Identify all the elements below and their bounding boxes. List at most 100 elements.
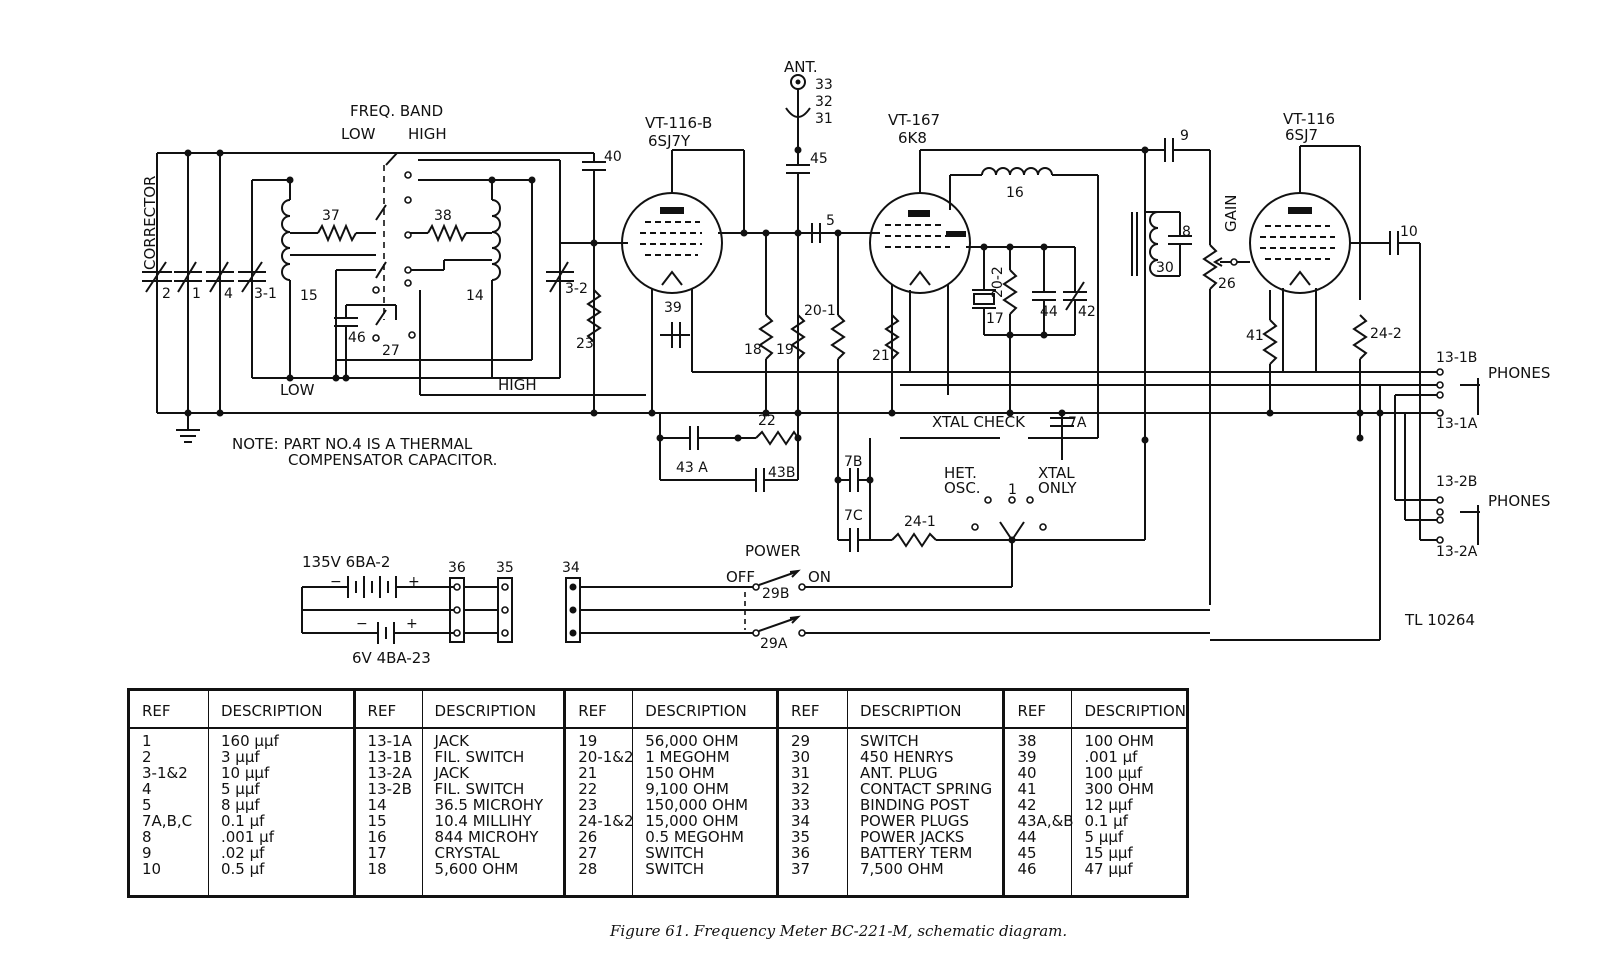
part-18-label: 18 — [744, 342, 762, 358]
power-label: POWER — [745, 542, 801, 560]
ref-cell: 32 — [790, 780, 811, 798]
note-line-1: NOTE: PART NO.4 IS A THERMAL — [232, 435, 473, 453]
description-cell: .001 µf — [221, 828, 274, 846]
phones-1-label: PHONES — [1488, 364, 1550, 382]
gain-label: GAIN — [1222, 194, 1240, 232]
ref-cell: 8 — [142, 828, 152, 846]
part-23-label: 23 — [576, 336, 594, 352]
ref-cell: 35 — [790, 828, 811, 846]
part-3-2-label: 3-2 — [565, 281, 588, 297]
plus-sign-135v: + — [408, 574, 420, 590]
ref-cell: 9 — [142, 844, 152, 862]
description-cell: 9,100 OHM — [645, 780, 729, 798]
description-cell: POWER JACKS — [859, 828, 965, 846]
part-7a-label: 7A — [1068, 415, 1087, 431]
description-cell: 844 MICROHY — [434, 828, 539, 846]
ref-cell: 31 — [790, 764, 811, 782]
xtal-check-section — [659, 413, 1146, 587]
ref-cell: 21 — [578, 764, 598, 782]
ref-cell: 44 — [1017, 828, 1037, 846]
ref-cell: 22 — [578, 780, 598, 798]
coil-14 — [491, 199, 501, 281]
tube1-type: VT-116-B — [645, 114, 712, 132]
description-cells: SWITCH 450 HENRYS ANT. PLUG CONTACT SPRI… — [848, 729, 1003, 877]
part-1-label: 1 — [192, 286, 201, 302]
ref-cell: 23 — [578, 796, 598, 814]
description-cell: 150 OHM — [645, 764, 715, 782]
battery-6v-label: 6V 4BA-23 — [352, 649, 431, 667]
part-37-label: 37 — [322, 208, 340, 224]
high-bottom-label: HIGH — [498, 376, 537, 394]
ref-cell: 36 — [790, 844, 811, 862]
part-44-label: 44 — [1040, 304, 1058, 320]
ref-cell: 26 — [578, 828, 598, 846]
tube2-base: 6K8 — [898, 129, 927, 147]
low-label: LOW — [341, 125, 376, 143]
description-cell: CRYSTAL — [434, 844, 500, 862]
plus-sign-6v: + — [406, 616, 418, 632]
ref-cell: 4 — [142, 780, 152, 798]
ref-cell: 10 — [142, 860, 162, 878]
junction-dots — [184, 146, 1384, 544]
phone-jacks — [692, 360, 1480, 641]
parts-table: REF 1 2 3-1&2 4 5 7A,B,C 8 9 10 DESCRIPT… — [127, 688, 1189, 898]
part-29b-label: 29B — [762, 586, 789, 602]
part-33-label: 33 — [815, 77, 833, 93]
part-7c-label: 7C — [844, 508, 863, 524]
description-cell: 150,000 OHM — [645, 796, 749, 814]
description-cell: CONTACT SPRING — [859, 780, 993, 798]
ref-cell: 27 — [578, 844, 598, 862]
xtal-only-label-1: XTAL — [1038, 464, 1075, 482]
ref-header: REF — [1005, 691, 1072, 729]
description-cell: 5,600 OHM — [434, 860, 519, 878]
table-column-group: REF 29 30 31 32 33 34 35 36 37 DESCRIPTI… — [778, 691, 1006, 895]
tube3-type: VT-116 — [1283, 110, 1335, 128]
ref-cell: 13-1A — [367, 732, 412, 750]
ref-cell: 33 — [790, 796, 811, 814]
description-cells: 56,000 OHM 1 MEGOHM 150 OHM 9,100 OHM 15… — [633, 729, 776, 877]
part-42-label: 42 — [1078, 304, 1096, 320]
part-8-label: 8 — [1182, 224, 1191, 240]
ref-cell: 15 — [367, 812, 387, 830]
ref-cell: 39 — [1017, 748, 1037, 766]
ref-cell: 19 — [578, 732, 598, 750]
ref-cell: 14 — [367, 796, 387, 814]
part-31-label: 31 — [815, 111, 833, 127]
ref-cell: 1 — [142, 732, 152, 750]
part-43a-label: 43 A — [676, 460, 708, 476]
ref-cells: 1 2 3-1&2 4 5 7A,B,C 8 9 10 — [130, 729, 208, 877]
ref-cell: 17 — [367, 844, 387, 862]
ref-cell: 5 — [142, 796, 152, 814]
ref-cells: 19 20-1&2 21 22 23 24-1&2 26 27 28 — [566, 729, 633, 878]
figure-caption: Figure 61. Frequency Meter BC-221-M, sch… — [610, 922, 1068, 940]
description-header: DESCRIPTION — [209, 691, 353, 729]
part-5-label: 5 — [826, 213, 835, 229]
ref-cell: 28 — [578, 860, 598, 878]
tube2-type: VT-167 — [888, 111, 940, 129]
ref-cell: 42 — [1017, 796, 1037, 814]
part-38-label: 38 — [434, 208, 452, 224]
ref-cell: 3-1&2 — [142, 764, 188, 782]
switch-pos-1-label: 1 — [1008, 482, 1017, 498]
description-cell: POWER PLUGS — [859, 812, 970, 830]
part-27-label: 27 — [382, 343, 400, 359]
ref-cell: 13-2B — [367, 780, 412, 798]
description-cell: SWITCH — [645, 844, 705, 862]
schematic-diagram: FREQ. BAND LOW HIGH CORRECTOR LOW HIGH A… — [141, 58, 1550, 667]
part-10-label: 10 — [1400, 224, 1418, 240]
ref-cells: 13-1A 13-1B 13-2A 13-2B 14 15 16 17 18 — [356, 729, 422, 877]
part-39-label: 39 — [664, 300, 682, 316]
ref-cell: 40 — [1017, 764, 1037, 782]
jack-13-2b-label: 13-2B — [1436, 474, 1477, 490]
minus-sign-6v: − — [356, 616, 368, 632]
description-cell: 450 HENRYS — [859, 748, 954, 766]
part-3-1-label: 3-1 — [254, 286, 277, 302]
part-29a-label: 29A — [760, 636, 788, 652]
ref-cells: 29 30 31 32 33 34 35 36 37 — [779, 729, 847, 877]
on-label: ON — [808, 568, 831, 586]
part-15-label: 15 — [300, 288, 318, 304]
battery-135v-label: 135V 6BA-2 — [302, 553, 390, 571]
table-column-group: REF 13-1A 13-1B 13-2A 13-2B 14 15 16 17 … — [355, 691, 567, 895]
description-cell: ANT. PLUG — [859, 764, 938, 782]
ref-cell: 38 — [1017, 732, 1037, 750]
